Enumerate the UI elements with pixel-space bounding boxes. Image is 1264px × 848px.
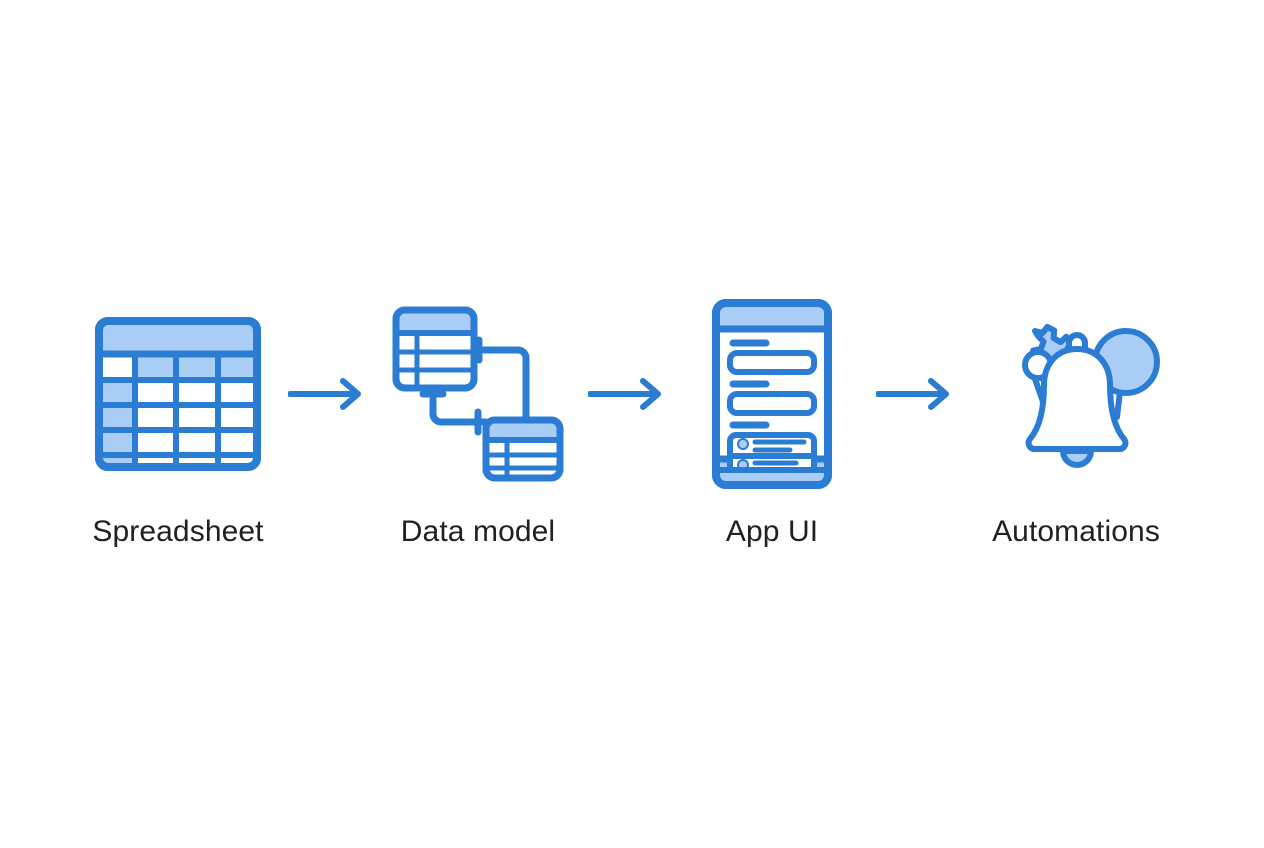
spreadsheet-icon-wrap — [94, 296, 262, 492]
arrow-right-icon — [588, 378, 661, 410]
mobile-app-screen-icon — [712, 299, 832, 489]
data-model-icon-wrap — [390, 296, 566, 492]
stage-spreadsheet[interactable]: Spreadsheet — [83, 296, 273, 550]
app-ui-icon-wrap — [711, 296, 833, 492]
stage-label-data-model: Data model — [400, 515, 556, 548]
stage-label-spreadsheet: Spreadsheet — [92, 515, 264, 548]
connector-arrow-1 — [273, 296, 383, 492]
arrow-right-icon — [876, 378, 949, 410]
stage-data-model[interactable]: Data model — [383, 296, 573, 550]
arrow-right-icon — [288, 378, 361, 410]
process-flow: Spreadsheet — [0, 296, 1264, 556]
data-model-tables-icon — [392, 306, 564, 482]
automations-icon-wrap — [987, 296, 1165, 492]
stage-app-ui[interactable]: App UI — [683, 296, 861, 550]
connector-arrow-2 — [573, 296, 683, 492]
data-model-table-related — [482, 416, 564, 482]
bell-gear-chat-icon — [1022, 324, 1160, 468]
stage-label-automations: Automations — [992, 515, 1160, 548]
spreadsheet-table-icon — [95, 317, 261, 471]
stage-label-app-ui: App UI — [725, 515, 819, 548]
connector-arrow-3 — [861, 296, 971, 492]
data-model-table-primary — [392, 306, 478, 392]
stage-automations[interactable]: Automations — [971, 296, 1181, 550]
